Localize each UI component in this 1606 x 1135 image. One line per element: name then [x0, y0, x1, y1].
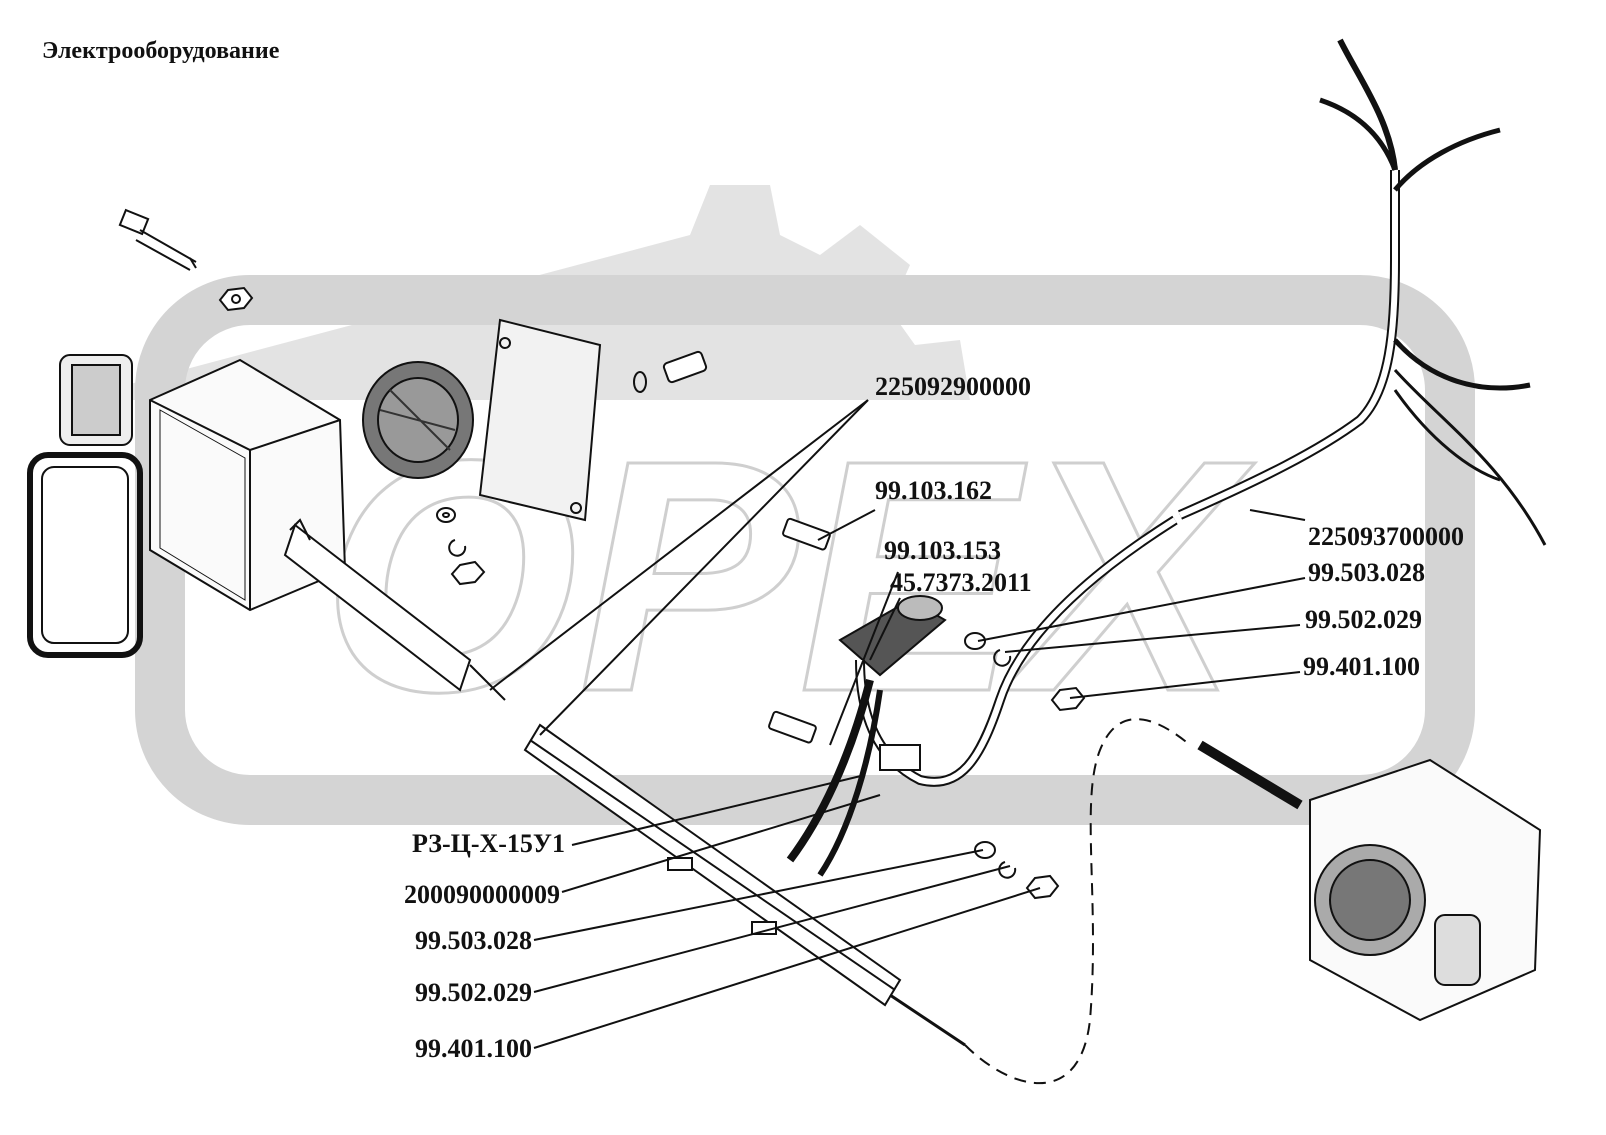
label-225092900000: 225092900000	[875, 372, 1031, 401]
gasket-frame	[27, 452, 143, 658]
bracket-tube-lower	[523, 723, 966, 1047]
label-99-401-100-left: 99.401.100	[415, 1034, 532, 1063]
lamp-housing-right	[1197, 740, 1542, 1022]
label-99-503-028-right: 99.503.028	[1308, 558, 1425, 587]
screw-icon	[782, 517, 831, 551]
bolt-icon	[118, 208, 197, 271]
label-200090000009: 200090000009	[404, 880, 560, 909]
bracket-tube-upper	[283, 518, 506, 701]
label-rz-c-x-15u1: РЗ-Ц-Х-15У1	[412, 829, 565, 858]
label-99-103-153: 99.103.153	[884, 536, 1001, 565]
label-99-502-029-left: 99.502.029	[415, 978, 532, 1007]
label-99-401-100-right: 99.401.100	[1303, 652, 1420, 681]
label-45-7373-2011: 45.7373.2011	[890, 568, 1032, 597]
page-title: Электрооборудование	[42, 38, 280, 64]
label-225093700000: 225093700000	[1308, 522, 1464, 551]
washer-nut-lower	[974, 841, 1060, 900]
washer-stack	[436, 507, 486, 586]
label-99-103-162: 99.103.162	[875, 476, 992, 505]
label-99-503-028-left: 99.503.028	[415, 926, 532, 955]
label-99-502-029-right: 99.502.029	[1305, 605, 1422, 634]
lamp-bulb	[362, 361, 474, 479]
nut-icon	[218, 286, 254, 312]
connector-socket	[786, 515, 1178, 877]
wiring-harness	[1177, 38, 1547, 546]
small-screw-icon	[633, 350, 708, 393]
washer-nut-right	[964, 632, 1086, 712]
leader-lines	[489, 399, 1306, 1049]
dashed-wire	[964, 718, 1191, 1085]
side-lamp	[59, 354, 133, 446]
reflector-plate	[478, 318, 602, 522]
screw-icon-lower	[768, 710, 817, 744]
